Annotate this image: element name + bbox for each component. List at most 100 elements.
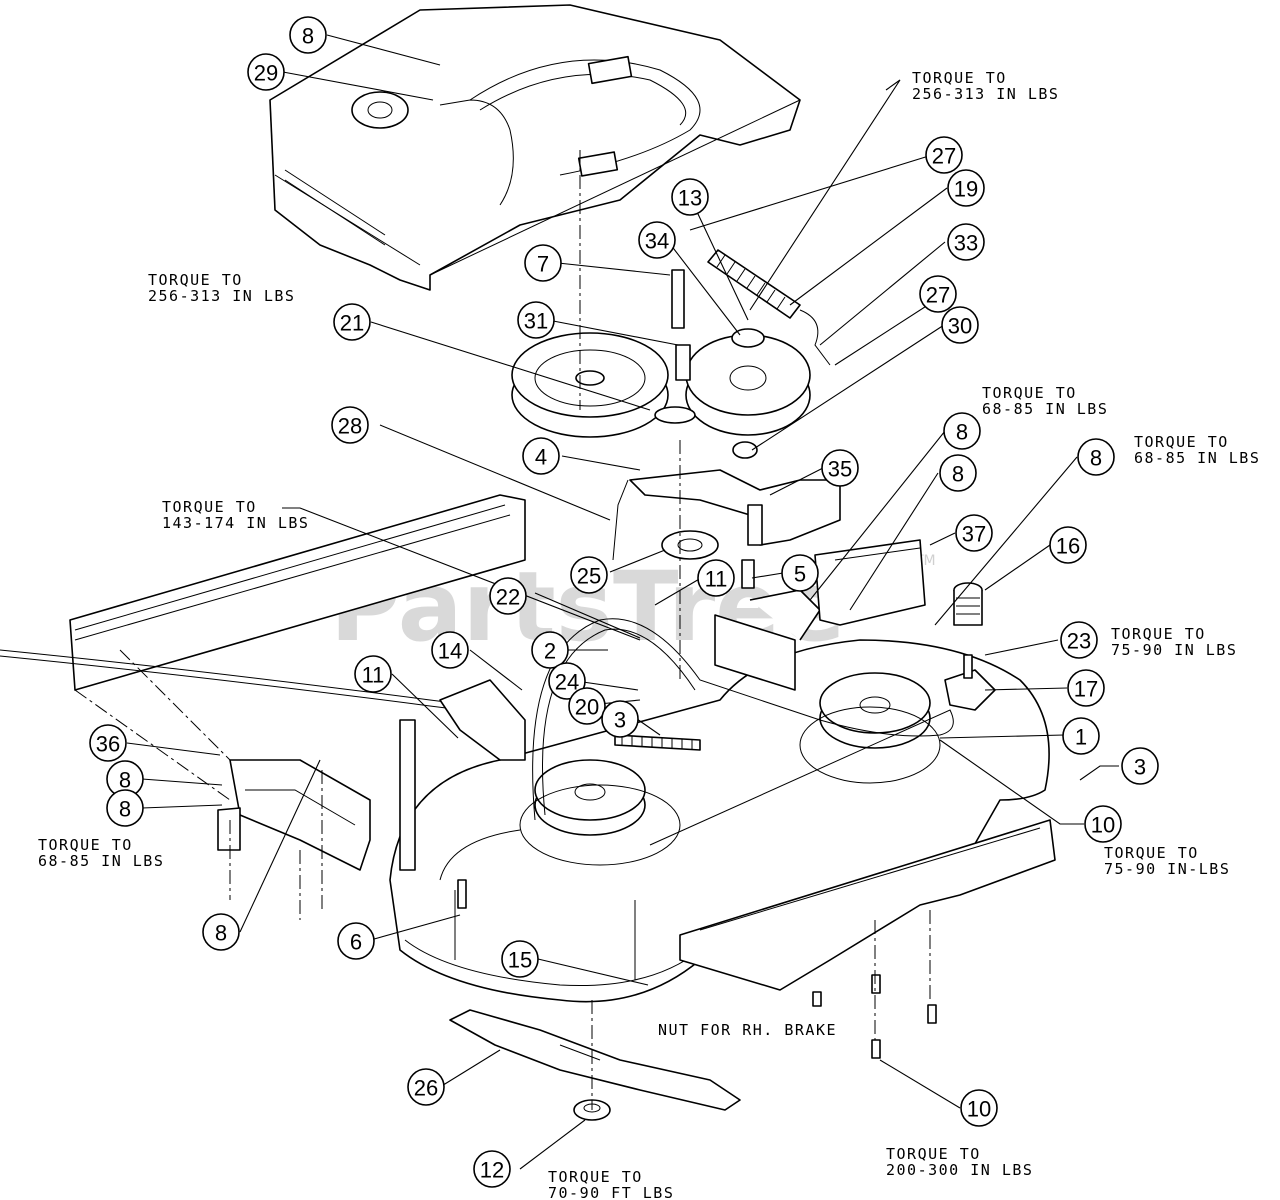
callout-16: 16 xyxy=(1049,526,1087,564)
callout-2: 2 xyxy=(531,631,569,669)
callout-number: 31 xyxy=(524,309,548,334)
callout-8: 8 xyxy=(106,789,144,827)
callout-circle xyxy=(407,1068,445,1106)
callout-3: 3 xyxy=(601,700,639,738)
callout-number: 8 xyxy=(119,797,131,822)
callout-number: 2 xyxy=(544,639,556,664)
callout-28: 28 xyxy=(331,406,369,444)
callout-circle xyxy=(501,940,539,978)
callout-circle xyxy=(489,577,527,615)
callout-number: 29 xyxy=(254,61,278,86)
callout-30: 30 xyxy=(941,306,979,344)
callout-number: 8 xyxy=(215,921,227,946)
callout-number: 27 xyxy=(926,283,950,308)
tension-spring xyxy=(707,249,831,366)
callout-circle xyxy=(548,662,586,700)
callout-number: 8 xyxy=(1090,446,1102,471)
idler-bracket xyxy=(612,469,841,589)
callout-number: 8 xyxy=(302,24,314,49)
callout-31: 31 xyxy=(517,301,555,339)
callout-23: 23 xyxy=(1060,621,1098,659)
callout-number: 10 xyxy=(967,1097,991,1122)
callout-21: 21 xyxy=(333,303,371,341)
callout-number: 19 xyxy=(954,177,978,202)
callout-35: 35 xyxy=(821,449,859,487)
torque-label-line2: 68-85 IN LBS xyxy=(1134,449,1260,467)
callout-circle xyxy=(337,922,375,960)
callout-11: 11 xyxy=(354,655,392,693)
callout-number: 11 xyxy=(362,663,385,688)
deck-housing-upper xyxy=(269,4,801,291)
callout-number: 21 xyxy=(340,311,364,336)
torque-label-line2: 68-85 IN LBS xyxy=(982,400,1108,418)
callout-22: 22 xyxy=(489,577,527,615)
callout-circle xyxy=(671,178,709,216)
callout-number: 10 xyxy=(1091,813,1115,838)
torque-label-line1: TORQUE TO xyxy=(912,69,1007,87)
mid-baffle xyxy=(714,589,821,691)
callout-circle xyxy=(943,412,981,450)
callout-number: 23 xyxy=(1067,629,1091,654)
callout-number: 26 xyxy=(414,1076,438,1101)
callout-8: 8 xyxy=(1077,438,1115,476)
callout-number: 28 xyxy=(338,414,362,439)
idler-pulley xyxy=(685,328,811,459)
callout-circle xyxy=(202,913,240,951)
callout-14: 14 xyxy=(431,631,469,669)
drive-pulley xyxy=(511,332,696,438)
callout-circle xyxy=(1060,621,1098,659)
callout-8: 8 xyxy=(289,16,327,54)
right-hardware xyxy=(944,582,996,711)
callout-circle xyxy=(568,687,606,725)
callout-number: 24 xyxy=(555,670,579,695)
callout-20: 20 xyxy=(568,687,606,725)
callout-19: 19 xyxy=(947,169,985,207)
callout-number: 1 xyxy=(1075,725,1087,750)
callout-37: 37 xyxy=(955,514,993,552)
callout-circle xyxy=(473,1150,511,1188)
idler-bolt xyxy=(671,269,691,381)
callout-circle xyxy=(939,454,977,492)
callout-number: 35 xyxy=(828,457,852,482)
callout-circle xyxy=(331,406,369,444)
callout-number: 37 xyxy=(962,522,986,547)
callout-circle xyxy=(1049,526,1087,564)
note-text: NUT FOR RH. BRAKE xyxy=(658,1021,837,1039)
deck-bolts xyxy=(457,879,937,1059)
callout-circle xyxy=(1062,717,1100,755)
spindle-pulley-right xyxy=(799,672,941,784)
callout-8: 8 xyxy=(202,913,240,951)
callout-circle xyxy=(531,631,569,669)
torque-label-line2: 256-313 IN LBS xyxy=(148,287,295,305)
callout-number: 8 xyxy=(119,768,131,793)
callout-circle xyxy=(638,221,676,259)
callout-number: 25 xyxy=(577,564,601,589)
brake-nut-note: NUT FOR RH. BRAKE xyxy=(658,1021,837,1039)
callout-circle xyxy=(89,724,127,762)
callout-29: 29 xyxy=(247,53,285,91)
callout-3: 3 xyxy=(1121,747,1159,785)
callout-circle xyxy=(354,655,392,693)
callout-number: 14 xyxy=(438,639,462,664)
callout-number: 4 xyxy=(535,445,547,470)
callout-number: 3 xyxy=(614,708,626,733)
rear-baffle xyxy=(814,539,926,626)
callout-10: 10 xyxy=(960,1089,998,1127)
callout-number: 8 xyxy=(952,462,964,487)
callout-number: 27 xyxy=(932,144,956,169)
callout-circle xyxy=(106,789,144,827)
torque-label-line1: TORQUE TO xyxy=(38,836,133,854)
callout-7: 7 xyxy=(524,244,562,282)
spindle-pulley-left xyxy=(519,759,681,866)
torque-label-line1: TORQUE TO xyxy=(148,271,243,289)
callout-circle xyxy=(919,275,957,313)
callout-15: 15 xyxy=(501,940,539,978)
